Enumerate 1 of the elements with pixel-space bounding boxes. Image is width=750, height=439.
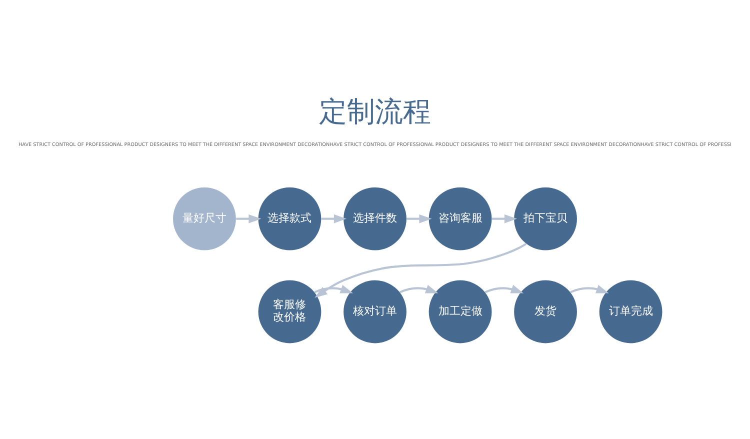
diagram-title: 定制流程 xyxy=(319,94,431,128)
